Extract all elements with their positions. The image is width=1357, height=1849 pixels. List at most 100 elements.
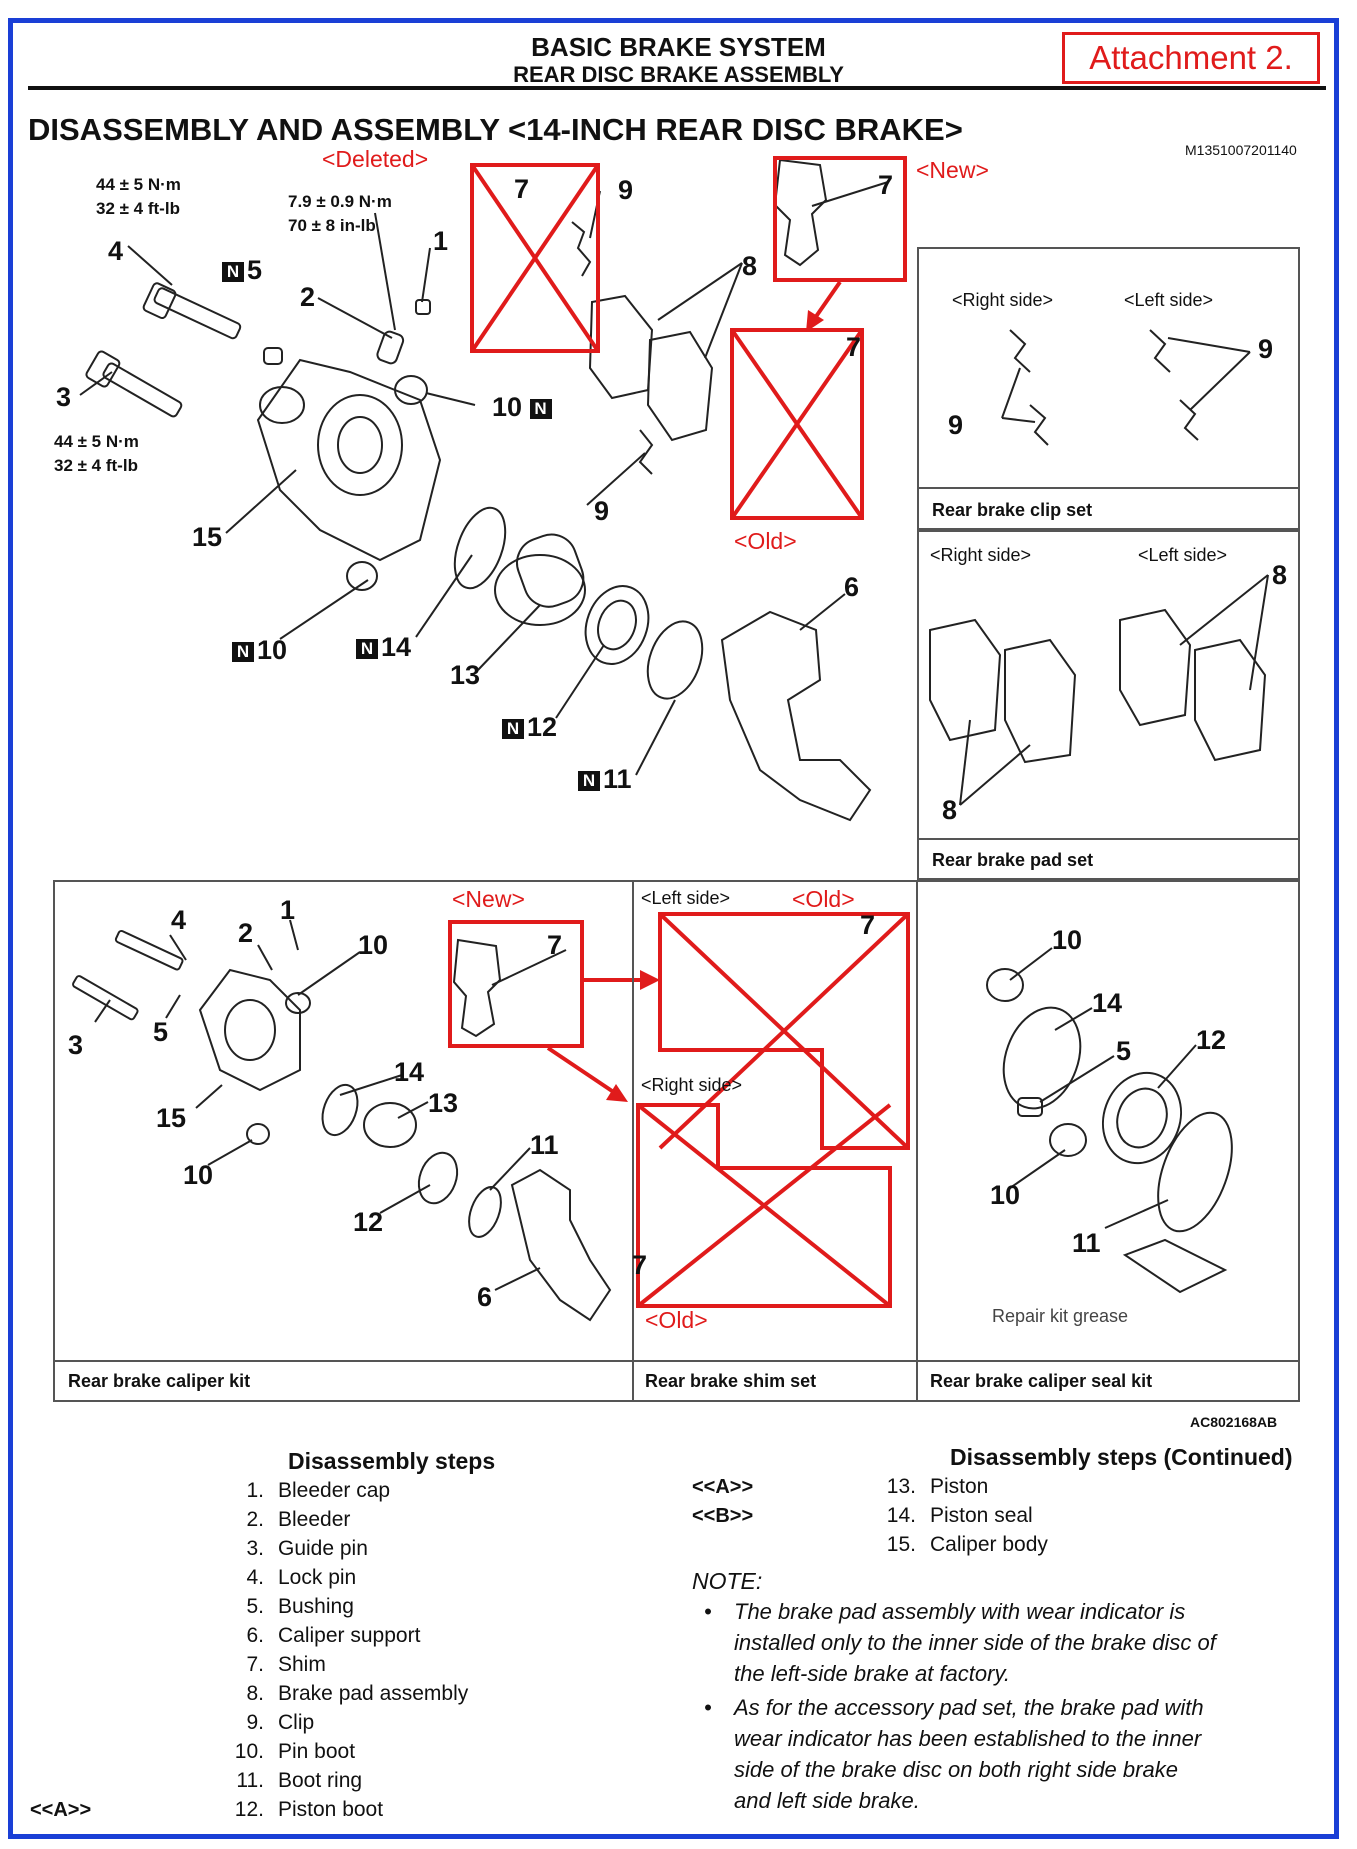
- torque-guide-pin: 44 ± 5 N·m 32 ± 4 ft-lb: [54, 432, 139, 475]
- callout-9-clip-left: 9: [1258, 334, 1274, 364]
- label-deleted: <Deleted>: [322, 146, 429, 172]
- callout-3: 3: [56, 382, 72, 412]
- shim-right-side: <Right side>: [641, 1075, 743, 1095]
- bullet-icon: •: [704, 1695, 712, 1720]
- marker-a-step12: <<A>>: [30, 1799, 92, 1821]
- kit-callout-14: 14: [394, 1057, 425, 1087]
- callout-7-new: 7: [878, 170, 894, 200]
- kit-callout-12: 12: [353, 1207, 384, 1237]
- step-15: 15.Caliper body: [886, 1533, 1048, 1556]
- kit-callout-3: 3: [68, 1030, 84, 1060]
- kit-callout-10-top: 10: [358, 930, 389, 960]
- note-bullet-1: • The brake pad assembly with wear indic…: [704, 1596, 1216, 1689]
- label-new-bottom: <New>: [452, 886, 525, 912]
- callout-4: 4: [108, 236, 124, 266]
- note-label: NOTE:: [692, 1568, 763, 1594]
- callout-10-top: 10 N: [492, 392, 555, 423]
- kit-callout-15: 15: [156, 1103, 187, 1133]
- caption-shim-set: Rear brake shim set: [645, 1371, 817, 1391]
- panel-clip-set: [917, 247, 1300, 530]
- step-10: 10.Pin boot: [234, 1740, 356, 1763]
- step-2: 2.Bleeder: [246, 1508, 351, 1531]
- seal-callout-12: 12: [1196, 1025, 1227, 1055]
- shim-callout-7-left: 7: [860, 910, 876, 940]
- torque-bleeder: 7.9 ± 0.9 N·m 70 ± 8 in-lb: [288, 192, 392, 235]
- caption-caliper-kit: Rear brake caliper kit: [68, 1371, 251, 1391]
- kit-callout-2: 2: [238, 918, 254, 948]
- label-old-top: <Old>: [734, 528, 797, 554]
- marker-a-step13: <<A>>: [692, 1476, 754, 1498]
- attachment-label: Attachment 2.: [1062, 32, 1320, 84]
- kit-callout-13: 13: [428, 1088, 459, 1118]
- step-13: 13.Piston: [886, 1475, 989, 1498]
- panel-clip-set-divider: [917, 487, 1300, 530]
- kit-callout-6: 6: [477, 1282, 493, 1312]
- callout-15: 15: [192, 522, 223, 552]
- shim-callout-7-right: 7: [632, 1250, 648, 1280]
- caption-pad-set: Rear brake pad set: [932, 850, 1094, 870]
- label-old-right: <Old>: [645, 1307, 708, 1333]
- shim-left-side: <Left side>: [641, 888, 731, 908]
- clip-left-side: <Left side>: [1124, 290, 1214, 310]
- step-9: 9.Clip: [246, 1711, 315, 1734]
- n-badge: N: [232, 642, 254, 662]
- step-3: 3.Guide pin: [246, 1537, 368, 1560]
- torque-lock-pin: 44 ± 5 N·m 32 ± 4 ft-lb: [96, 175, 181, 218]
- caption-seal-kit: Rear brake caliper seal kit: [930, 1371, 1153, 1391]
- seal-callout-10-top: 10: [1052, 925, 1083, 955]
- step-14: 14.Piston seal: [886, 1504, 1033, 1527]
- header-system: BASIC BRAKE SYSTEM: [531, 32, 826, 62]
- callout-8-pad-left: 8: [1272, 560, 1288, 590]
- header-rule: [28, 86, 1326, 90]
- kit-callout-5: 5: [153, 1017, 169, 1047]
- header-assembly: REAR DISC BRAKE ASSEMBLY: [513, 62, 844, 87]
- page-border: [8, 18, 1339, 1839]
- bullet-icon: •: [704, 1599, 712, 1624]
- steps-list-2: 13.Piston 14.Piston seal 15.Caliper body: [868, 1472, 1048, 1559]
- shim-callout-7-new: 7: [547, 930, 563, 960]
- kit-caption-row: [53, 1360, 1300, 1402]
- repair-kit-grease: Repair kit grease: [992, 1306, 1129, 1326]
- callout-13: 13: [450, 660, 481, 690]
- panel-pad-set-divider: [917, 838, 1300, 880]
- pad-right-side: <Right side>: [930, 545, 1032, 565]
- step-12: 12.Piston boot: [234, 1798, 384, 1821]
- callout-6: 6: [844, 572, 860, 602]
- steps-title: Disassembly steps: [288, 1448, 496, 1474]
- step-8: 8.Brake pad assembly: [246, 1682, 469, 1705]
- steps-list-1: 1.Bleeder cap 2.Bleeder 3.Guide pin 4.Lo…: [216, 1476, 468, 1824]
- kit-panels: [53, 880, 1300, 1402]
- seal-callout-11: 11: [1072, 1228, 1101, 1258]
- callout-8-pad-right: 8: [942, 795, 958, 825]
- pad-left-side: <Left side>: [1138, 545, 1228, 565]
- callout-7-deleted: 7: [514, 174, 530, 204]
- seal-callout-5: 5: [1116, 1036, 1132, 1066]
- clip-right-side: <Right side>: [952, 290, 1054, 310]
- step-5: 5.Bushing: [246, 1595, 354, 1618]
- kit-callout-10-bottom: 10: [183, 1160, 214, 1190]
- kit-callout-1: 1: [280, 895, 296, 925]
- callout-9-lower: 9: [594, 496, 610, 526]
- step-7: 7.Shim: [246, 1653, 326, 1676]
- step-11: 11.Boot ring: [236, 1769, 363, 1792]
- n-badge: N: [222, 262, 244, 282]
- callout-9-upper: 9: [618, 175, 634, 205]
- caption-clip-set: Rear brake clip set: [932, 500, 1093, 520]
- step-6: 6.Caliper support: [246, 1624, 421, 1647]
- kit-callout-4: 4: [171, 905, 187, 935]
- kit-panel-dividers: [632, 880, 918, 1402]
- callout-9-clip-right: 9: [948, 410, 964, 440]
- label-new-top: <New>: [916, 157, 989, 183]
- figure-code: AC802168AB: [1190, 1414, 1278, 1430]
- note-bullet-2: • As for the accessory pad set, the brak…: [704, 1692, 1204, 1816]
- seal-callout-14: 14: [1092, 988, 1123, 1018]
- panel-pad-set: [917, 530, 1300, 880]
- page-title: DISASSEMBLY AND ASSEMBLY <14-INCH REAR D…: [28, 112, 963, 147]
- callout-8: 8: [742, 251, 758, 281]
